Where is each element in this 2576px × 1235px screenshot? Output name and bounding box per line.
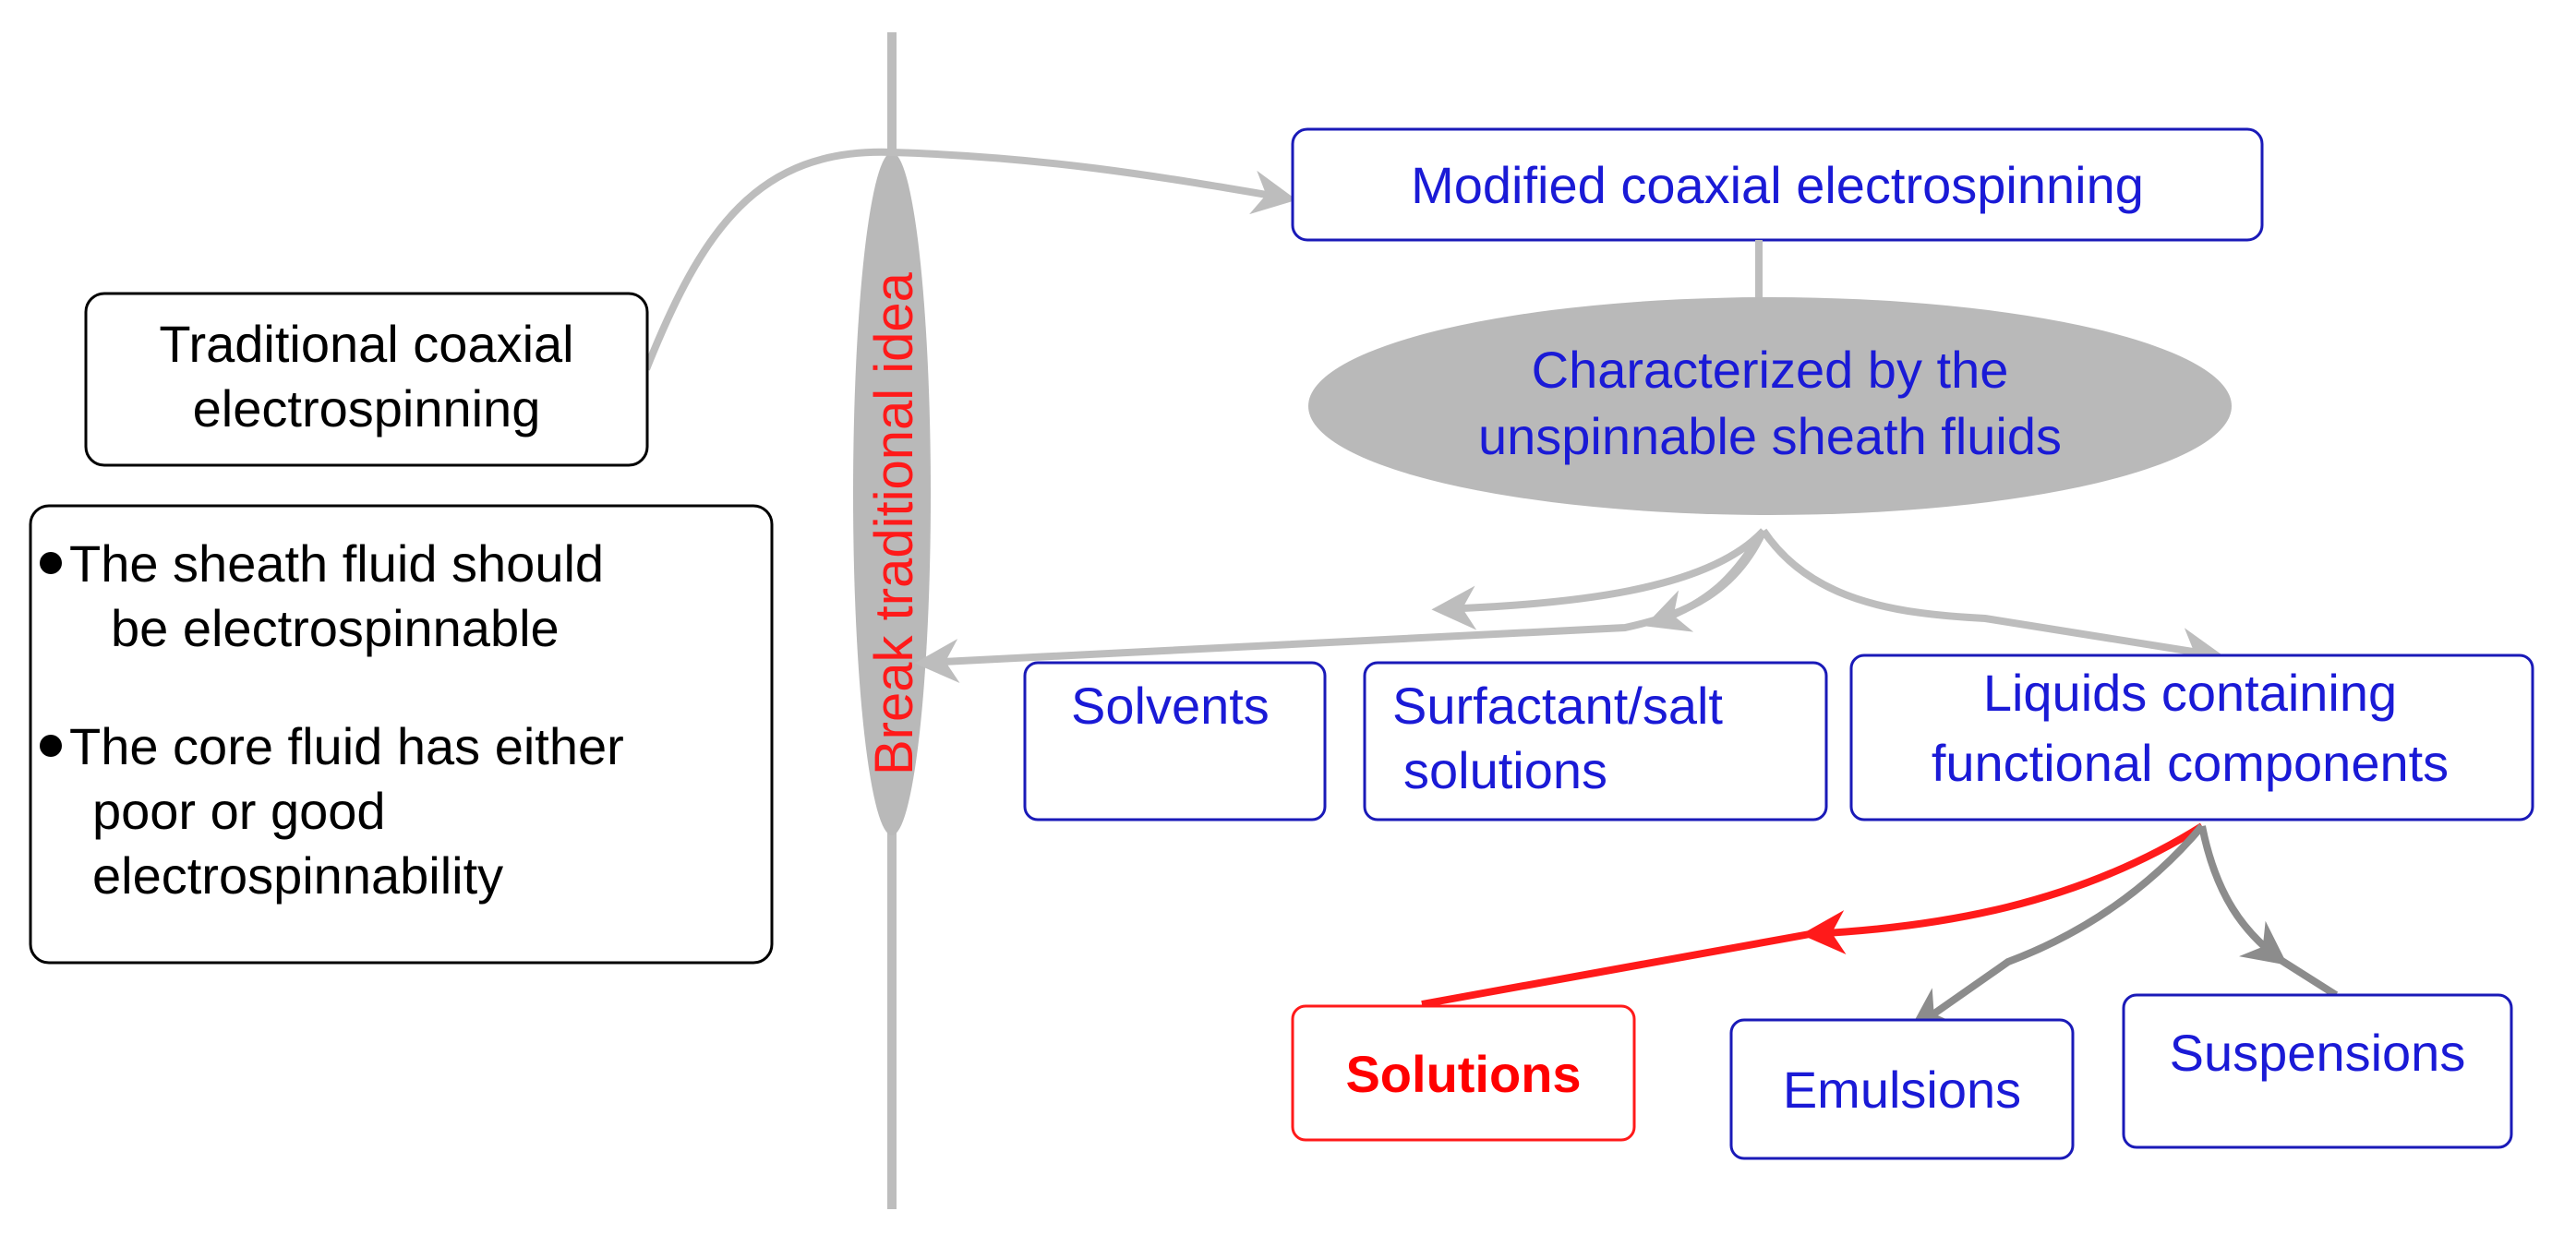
solvents-box: Solvents <box>1023 661 1327 821</box>
modified-box: Modified coaxial electrospinning <box>1291 127 2264 242</box>
condition-1-line2: be electrospinnable <box>111 599 560 657</box>
liquids-box: Liquids containing functional components <box>1849 653 2534 821</box>
connector-to-surfactant-arrow <box>1643 528 1767 632</box>
conditions-box: The sheath fluid should be electrospinna… <box>29 504 774 965</box>
surfactant-line2: solutions <box>1403 741 1607 799</box>
connector-to-solutions-tail <box>1421 930 1811 1008</box>
connector-to-suspensions-tail <box>2278 956 2339 999</box>
solvents-label: Solvents <box>1071 677 1270 735</box>
modified-label: Modified coaxial electrospinning <box>1411 156 2144 214</box>
bullet-icon <box>40 552 62 574</box>
break-idea-label: Break traditional idea <box>864 271 924 775</box>
break-idea-ellipse <box>853 152 931 835</box>
liquids-line1: Liquids containing <box>1983 664 2397 722</box>
traditional-box: Traditional coaxial electrospinning <box>84 292 649 467</box>
characterized-line1: Characterized by the <box>1532 341 2009 399</box>
connector-to-emulsions <box>1908 823 2206 1032</box>
surfactant-line1: Surfactant/salt <box>1392 677 1723 735</box>
condition-2-line1: The core fluid has either <box>69 717 624 775</box>
characterized-ellipse: Characterized by the unspinnable sheath … <box>1308 297 2232 515</box>
condition-1-line1: The sheath fluid should <box>69 534 604 593</box>
suspensions-box: Suspensions <box>2122 993 2513 1149</box>
solutions-label: Solutions <box>1345 1045 1581 1103</box>
bullet-icon <box>40 735 62 757</box>
connector-to-surfactant <box>914 529 1767 684</box>
liquids-line2: functional components <box>1932 734 2449 792</box>
condition-2-line2: poor or good <box>92 782 386 840</box>
connector-to-liquids <box>1760 528 2225 672</box>
connector-to-solvents <box>1431 528 1766 630</box>
connector-traditional-to-modified <box>643 148 1297 371</box>
emulsions-label: Emulsions <box>1783 1061 2021 1119</box>
surfactant-box: Surfactant/salt solutions <box>1363 661 1828 821</box>
emulsions-box: Emulsions <box>1729 1018 2075 1160</box>
traditional-line2: electrospinning <box>193 379 541 438</box>
connector-to-suspensions <box>2198 825 2288 965</box>
traditional-line1: Traditional coaxial <box>159 315 573 373</box>
solutions-box: Solutions <box>1291 1004 1636 1142</box>
suspensions-label: Suspensions <box>2170 1024 2466 1082</box>
characterized-line2: unspinnable sheath fluids <box>1478 407 2062 465</box>
condition-2-line3: electrospinnability <box>92 846 503 905</box>
connector-to-solutions <box>1800 822 2205 955</box>
